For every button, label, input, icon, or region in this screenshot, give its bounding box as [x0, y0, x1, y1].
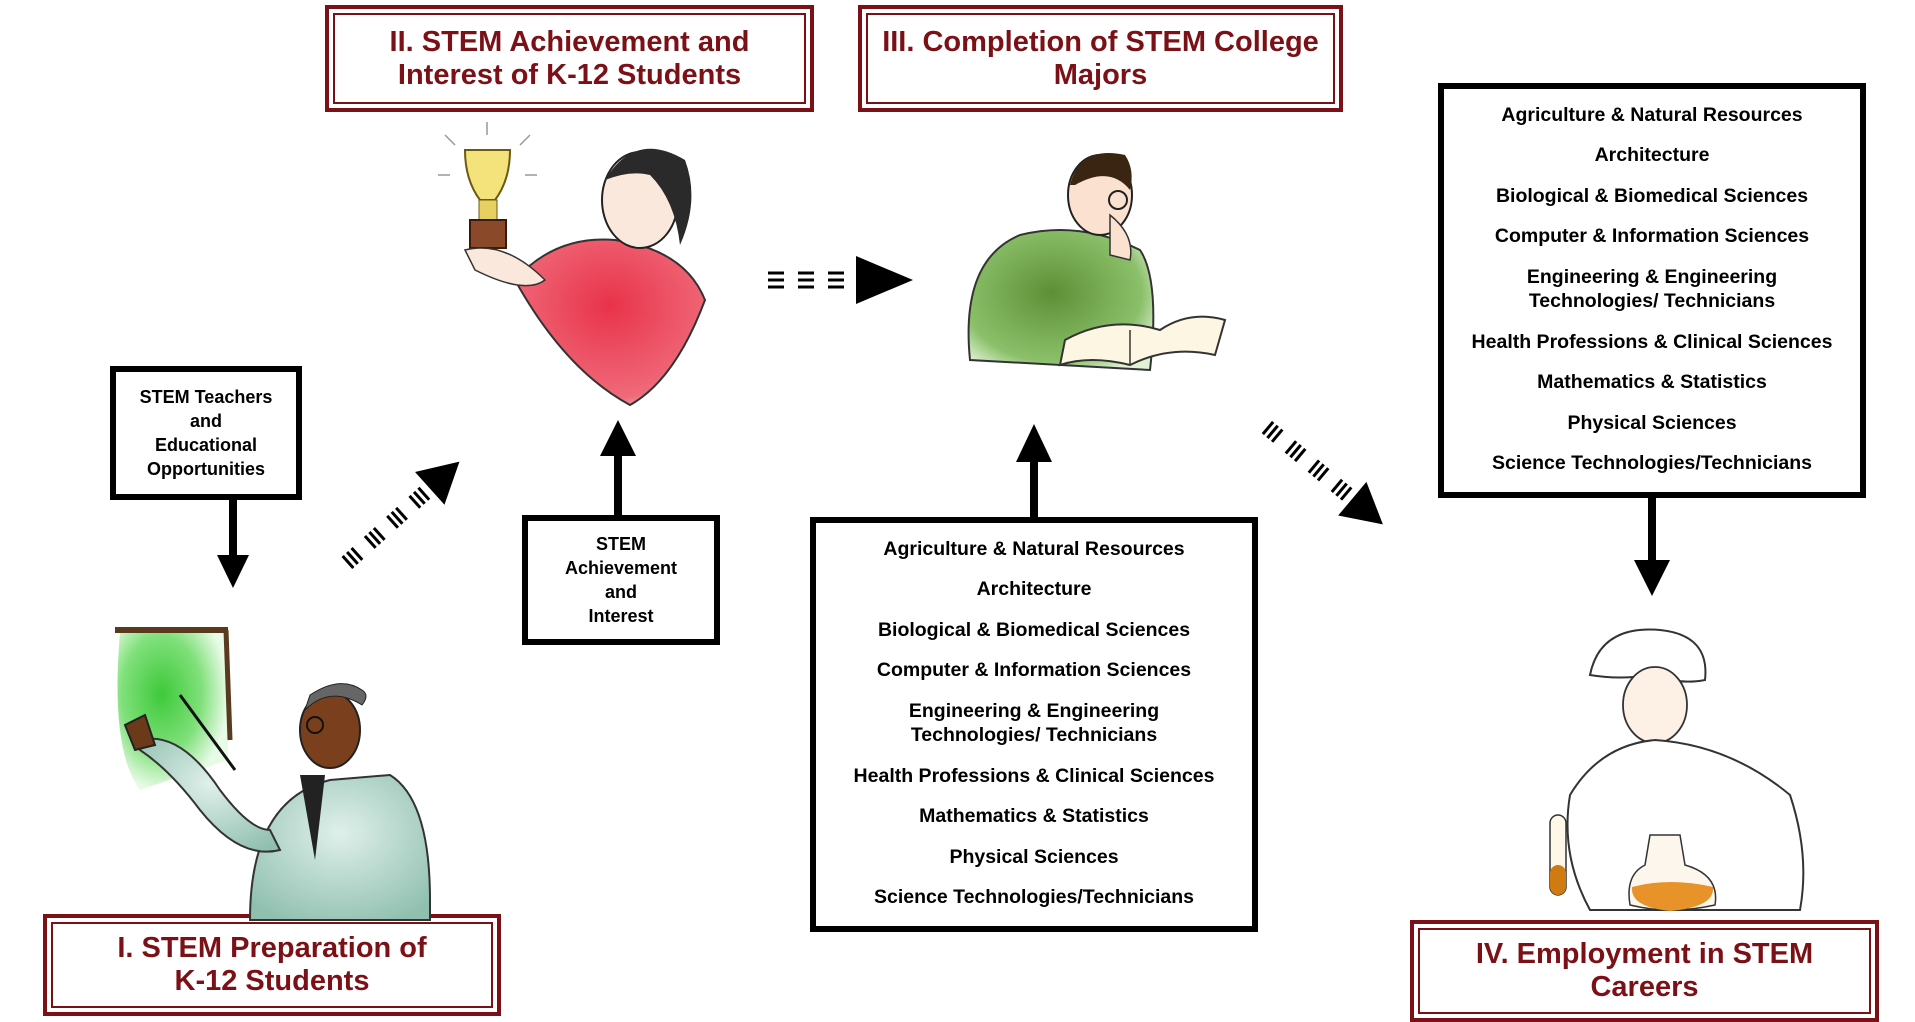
college-major-item: Agriculture & Natural Resources [883, 538, 1185, 560]
stage3-title-text: III. Completion of STEM College Majors [882, 25, 1319, 91]
career-item: Agriculture & Natural Resources [1501, 104, 1803, 126]
woman-with-trophy-icon [438, 122, 707, 407]
college-major-item: Biological & Biomedical Sciences [877, 619, 1191, 641]
career-item: Engineering & Engineering Technologies/ … [1526, 266, 1778, 312]
college-major-item: Computer & Information Sciences [876, 659, 1192, 681]
college-major-item: Engineering & Engineering Technologies/ … [908, 700, 1160, 746]
achievement-box: STEM Achievement and Interest [522, 515, 720, 645]
stage2-title: II. STEM Achievement and Interest of K-1… [325, 5, 814, 112]
student-reading-book-icon [967, 153, 1227, 372]
careers-box: Agriculture & Natural Resources Architec… [1438, 83, 1866, 498]
career-item: Health Professions & Clinical Sciences [1471, 331, 1833, 353]
stage1-title: I. STEM Preparation of K-12 Students [43, 914, 501, 1016]
stage3-to-stage4-arrow [1261, 420, 1383, 525]
careers-to-stage4-arrow [1634, 498, 1670, 596]
college-major-item: Architecture [976, 578, 1092, 600]
stage2-title-text: II. STEM Achievement and Interest of K-1… [389, 25, 750, 91]
teachers-box: STEM Teachers and Educational Opportunit… [110, 366, 302, 500]
teacher-at-board-icon [115, 627, 431, 921]
achievement-box-text: STEM Achievement and Interest [564, 534, 678, 626]
career-item: Computer & Information Sciences [1494, 225, 1810, 247]
stage4-title-text: IV. Employment in STEM Careers [1475, 938, 1814, 1003]
stage3-title: III. Completion of STEM College Majors [858, 5, 1343, 112]
scientist-with-test-tubes-icon [1549, 628, 1805, 911]
career-item: Science Technologies/Technicians [1491, 452, 1813, 474]
teachers-to-stage1-arrow [217, 500, 249, 588]
college-major-item: Mathematics & Statistics [919, 805, 1149, 827]
stage4-title: IV. Employment in STEM Careers [1410, 920, 1879, 1022]
teachers-box-text: STEM Teachers and Educational Opportunit… [139, 387, 273, 479]
college-majors-box: Agriculture & Natural Resources Architec… [810, 517, 1258, 932]
stage1-to-stage2-arrow [341, 461, 460, 569]
stage1-title-text: I. STEM Preparation of K-12 Students [117, 932, 427, 997]
majors-to-stage3-arrow [1016, 424, 1052, 517]
achievement-to-stage2-arrow [600, 420, 636, 515]
career-item: Architecture [1594, 144, 1710, 166]
stage2-to-stage3-arrow [768, 256, 913, 304]
college-major-item: Science Technologies/Technicians [873, 886, 1195, 908]
career-item: Biological & Biomedical Sciences [1495, 185, 1809, 207]
college-major-item: Physical Sciences [949, 846, 1119, 868]
career-item: Mathematics & Statistics [1537, 371, 1767, 393]
career-item: Physical Sciences [1567, 412, 1737, 434]
college-major-item: Health Professions & Clinical Sciences [853, 765, 1215, 787]
